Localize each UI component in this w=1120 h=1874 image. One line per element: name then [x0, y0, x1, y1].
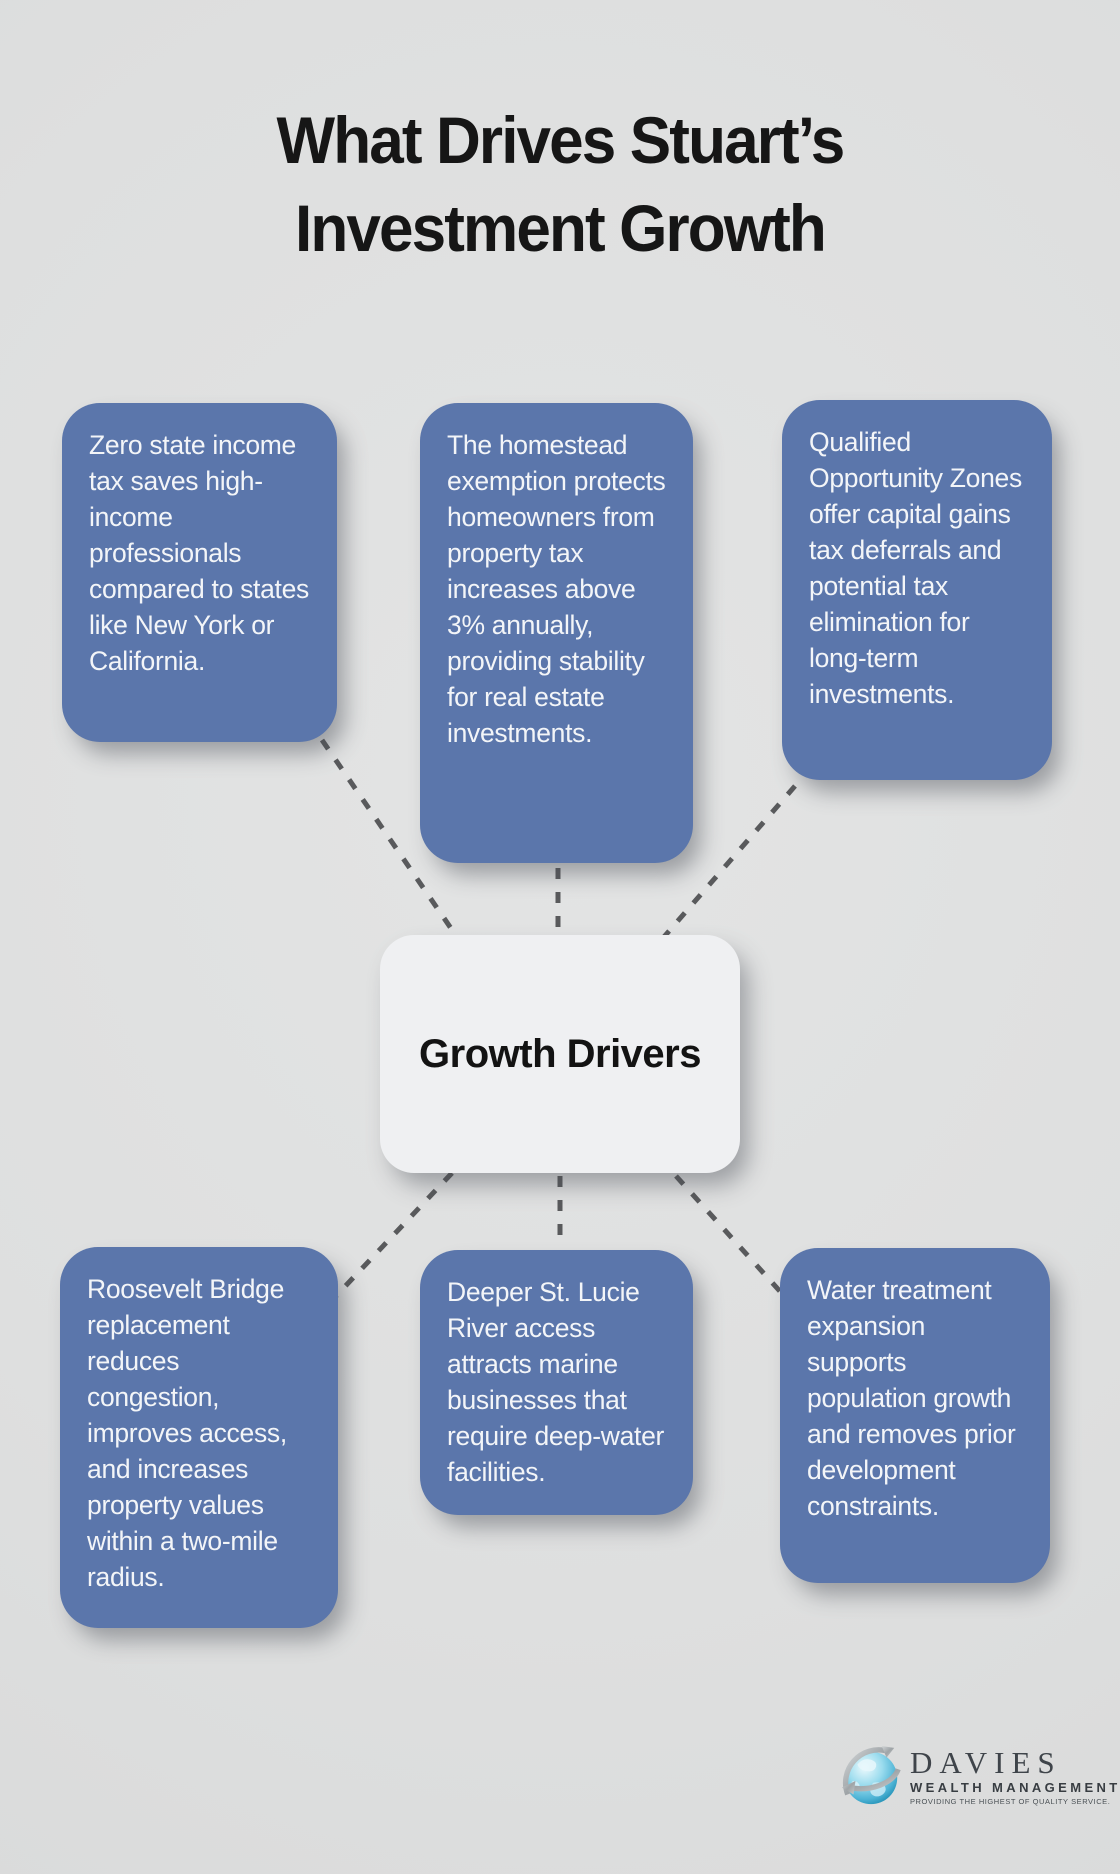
driver-node-text: Water treatment expansion supports popul… [807, 1275, 1016, 1521]
connector-top-right [661, 784, 797, 940]
globe-with-arrows-icon [841, 1745, 901, 1805]
page-title-line-1: What Drives Stuart’s [276, 103, 846, 177]
driver-node-text: Deeper St. Lucie River access attracts m… [447, 1277, 665, 1487]
connector-bottom-left [334, 1171, 454, 1298]
driver-node-text: The homestead exemption protects homeown… [447, 430, 666, 748]
driver-node-water-treatment-expansion: Water treatment expansion supports popul… [780, 1248, 1050, 1583]
page-title: What Drives Stuart’s Investment Growth [34, 96, 1087, 272]
driver-node-roosevelt-bridge-replacement: Roosevelt Bridge replacement reduces con… [60, 1247, 338, 1628]
brand-text-block: DAVIES WEALTH MANAGEMENT PROVIDING THE H… [910, 1742, 1120, 1807]
brand-subtitle: WEALTH MANAGEMENT [910, 1780, 1120, 1795]
brand-name: DAVIES [910, 1745, 1062, 1780]
brand-tagline: PROVIDING THE HIGHEST OF QUALITY SERVICE… [910, 1797, 1111, 1806]
driver-node-text: Zero state income tax saves high-income … [89, 430, 309, 676]
driver-node-text: Qualified Opportunity Zones offer capita… [809, 427, 1022, 709]
brand-logo: DAVIES WEALTH MANAGEMENT PROVIDING THE H… [838, 1742, 1117, 1834]
center-node-label: Growth Drivers [419, 1031, 701, 1076]
driver-node-homestead-exemption: The homestead exemption protects homeown… [420, 403, 693, 863]
center-node: Growth Drivers [380, 935, 740, 1173]
driver-node-zero-state-income-tax: Zero state income tax saves high-income … [62, 403, 337, 742]
driver-node-text: Roosevelt Bridge replacement reduces con… [87, 1274, 287, 1592]
connector-bottom-right [674, 1174, 788, 1300]
driver-node-deeper-st-lucie-river-access: Deeper St. Lucie River access attracts m… [420, 1250, 693, 1515]
page-title-line-2: Investment Growth [295, 191, 827, 265]
driver-node-qualified-opportunity-zones: Qualified Opportunity Zones offer capita… [782, 400, 1052, 780]
connector-top-left [319, 738, 462, 942]
